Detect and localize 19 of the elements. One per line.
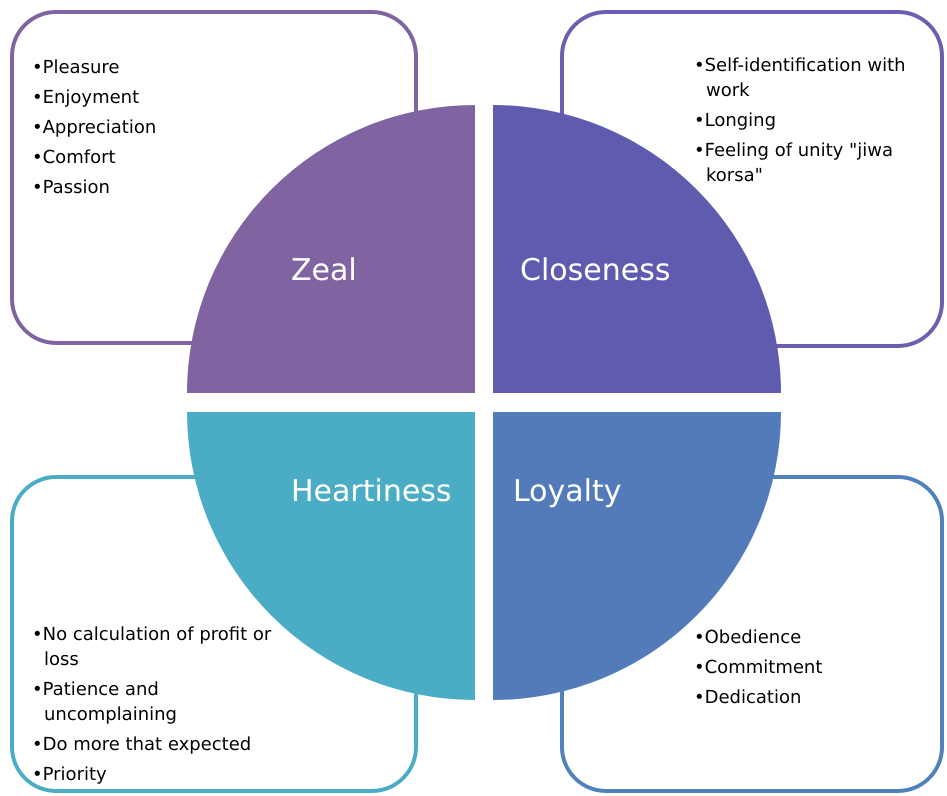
bullet-item: •Longing [694, 109, 778, 133]
bullet-item: •Comfort [32, 146, 117, 170]
quadrant-label: Zeal [291, 253, 357, 288]
bullet-item: •Priority [32, 763, 108, 787]
quadrant-label: Loyalty [513, 474, 622, 509]
bullet-item: •Commitment [694, 656, 824, 680]
bullet-item: •Pleasure [32, 56, 120, 80]
bullet-item: •Appreciation [32, 116, 158, 140]
bullet-item: •Feeling of unity "jiwa korsa" [694, 139, 894, 188]
bullet-item: •No calculation of profit or loss [32, 623, 272, 672]
quadrant-label: Closeness [520, 253, 670, 288]
quadrant-label: Heartiness [291, 474, 452, 509]
bullet-item: •Passion [32, 176, 111, 200]
bullet-item: •Obedience [694, 626, 802, 650]
bullet-item: •Enjoyment [32, 86, 140, 110]
bullet-item: •Self-identification with work [694, 54, 907, 103]
bullet-item: •Patience and uncomplaining [32, 678, 178, 727]
bullet-item: •Dedication [694, 686, 802, 710]
bullet-item: •Do more that expected [32, 733, 252, 757]
